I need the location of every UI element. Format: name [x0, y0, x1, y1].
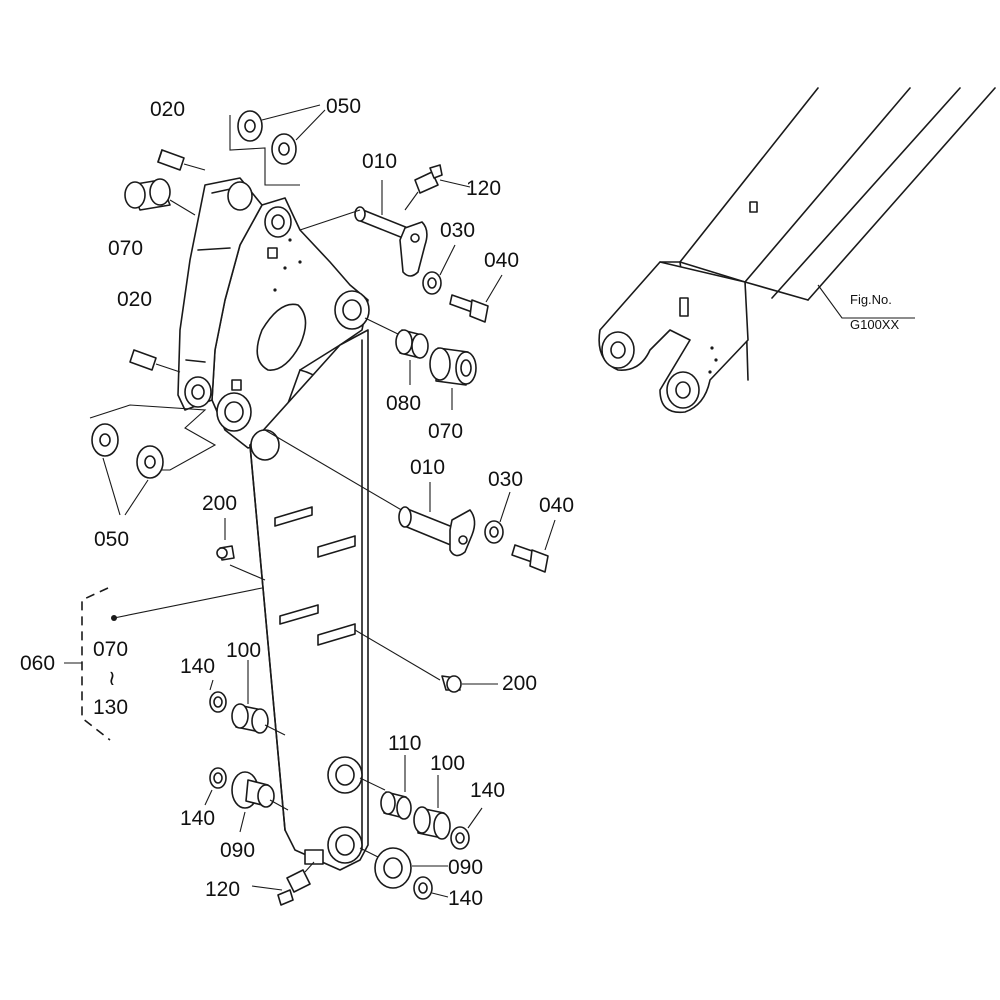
label-060: 060 [20, 652, 55, 675]
arm-body [177, 177, 370, 871]
thrust-bushing-090-left [231, 771, 289, 833]
bushing-070-right [429, 347, 477, 410]
label-120-bottom: 120 [205, 878, 240, 901]
label-140-right-top: 140 [470, 779, 505, 802]
label-080: 080 [386, 392, 421, 415]
pin-010-middle [264, 429, 476, 557]
bushing-100-right [413, 775, 451, 840]
label-070-right: 070 [428, 420, 463, 443]
part-labels: 020 050 010 120 030 040 070 020 080 070 … [20, 95, 574, 910]
label-200-top: 200 [202, 492, 237, 515]
arm-slots [274, 506, 356, 646]
label-010-mid: 010 [410, 456, 445, 479]
grease-fitting-upper [157, 149, 206, 171]
bushing-110 [359, 755, 412, 820]
washer-030-middle [484, 491, 511, 544]
label-090-left: 090 [220, 839, 255, 862]
seal-140-left-lower [204, 767, 227, 806]
label-070-kit: 070 [93, 638, 128, 661]
label-130: 130 [93, 696, 128, 719]
label-100-left: 100 [226, 639, 261, 662]
thrust-bushing-090-right [359, 847, 448, 889]
label-090-right: 090 [448, 856, 483, 879]
shims-050-lower [89, 404, 217, 516]
label-050-top: 050 [326, 95, 361, 118]
label-040-mid: 040 [539, 494, 574, 517]
label-010-top: 010 [362, 150, 397, 173]
label-030-top: 030 [440, 219, 475, 242]
label-140-left-bottom: 140 [180, 807, 215, 830]
seal-140-right-lower [413, 876, 449, 900]
bolt-040-middle [511, 519, 556, 573]
plug-200-right [354, 629, 498, 693]
bushing-080 [364, 317, 429, 385]
label-100-right: 100 [430, 752, 465, 775]
bushing-070-upper [124, 178, 196, 216]
plug-200-left [216, 518, 266, 581]
boom-inset [598, 87, 996, 414]
pin-010-upper [299, 180, 428, 277]
label-030-mid: 030 [488, 468, 523, 491]
figure-reference: Fig.No. G100XX [850, 292, 899, 332]
label-200-right: 200 [502, 672, 537, 695]
bolt-040-upper [449, 274, 503, 323]
label-140-left-top: 140 [180, 655, 215, 678]
label-040-top: 040 [484, 249, 519, 272]
kit-bracket-060 [64, 587, 263, 741]
label-140-right-bottom: 140 [448, 887, 483, 910]
label-020-mid: 020 [117, 288, 152, 311]
bushing-100-left [231, 660, 286, 736]
seal-140-right-upper [450, 807, 483, 850]
shims-050-upper [229, 104, 326, 186]
label-020-top: 020 [150, 98, 185, 121]
grease-fitting-120-lower [251, 861, 315, 906]
seal-140-left-upper [209, 679, 227, 713]
label-tilde: ≀ [108, 667, 116, 690]
washer-030-upper [422, 244, 456, 295]
label-070-top-left: 070 [108, 237, 143, 260]
label-120-top: 120 [466, 177, 501, 200]
fig-title: Fig.No. [850, 292, 892, 307]
grease-fitting-lower [129, 349, 181, 373]
grease-fitting-120-upper [404, 164, 471, 211]
fig-code: G100XX [850, 317, 899, 332]
label-050-bottom: 050 [94, 528, 129, 551]
label-110: 110 [388, 732, 421, 755]
